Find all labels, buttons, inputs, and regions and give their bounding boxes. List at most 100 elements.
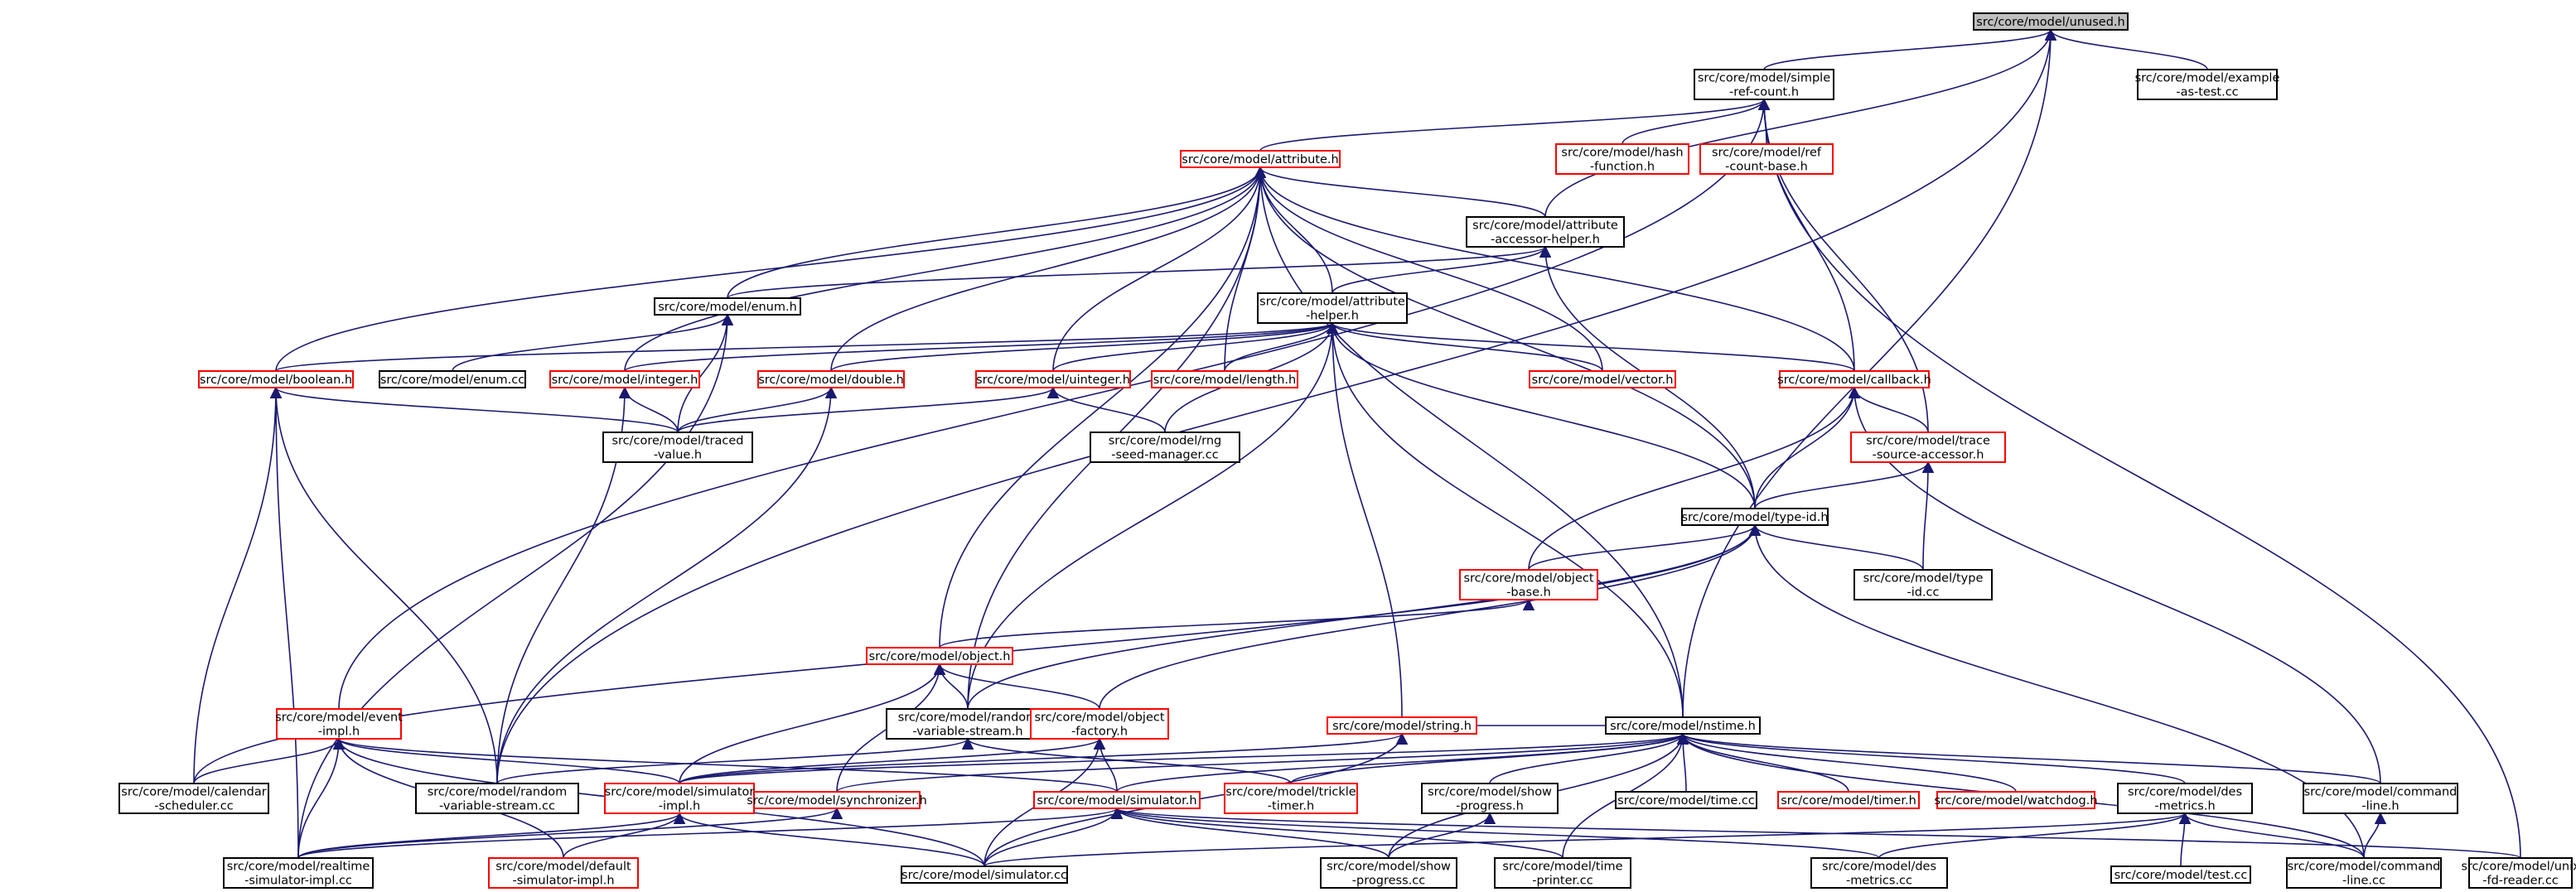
node-example-test[interactable]: src/core/model/example-as-test.cc xyxy=(2135,69,2280,100)
node-trace-source[interactable]: src/core/model/trace-source-accessor.h xyxy=(1850,432,2006,463)
node-des-metrics-cc[interactable]: src/core/model/des-metrics.cc xyxy=(1810,857,1948,889)
node-label: src/core/model/object xyxy=(1034,711,1164,725)
edge-object_base-to-type_id_h xyxy=(1528,523,1762,571)
node-show-progress-cc[interactable]: src/core/model/show-progress.cc xyxy=(1320,857,1457,889)
edge-simulator_cc-to-sim_impl_h xyxy=(673,812,985,867)
node-simulator-cc[interactable]: src/core/model/simulator.cc xyxy=(901,865,1068,884)
edge-object_factory-to-object_h xyxy=(933,663,1100,710)
node-watchdog-h[interactable]: src/core/model/watchdog.h xyxy=(1934,791,2098,809)
node-label: -factory.h xyxy=(1071,726,1128,739)
edge-simple_ref-to-unused xyxy=(1763,28,2056,70)
node-ref-count-base[interactable]: src/core/model/ref-count-base.h xyxy=(1699,143,1834,175)
node-random-var-h[interactable]: src/core/model/random-variable-stream.h xyxy=(886,708,1050,740)
node-box xyxy=(1555,143,1689,175)
node-boolean-h[interactable]: src/core/model/boolean.h xyxy=(198,370,354,388)
node-vector-h[interactable]: src/core/model/vector.h xyxy=(1529,370,1676,388)
edge-calendar_sched-to-boolean_h xyxy=(193,386,283,784)
node-callback-h[interactable]: src/core/model/callback.h xyxy=(1777,370,1931,388)
node-enum-h[interactable]: src/core/model/enum.h xyxy=(654,297,801,316)
edge-sim_impl_h-to-object_factory xyxy=(679,737,1105,784)
node-simple-ref[interactable]: src/core/model/simple-ref-count.h xyxy=(1694,69,1834,100)
node-attr-helper[interactable]: src/core/model/attribute-helper.h xyxy=(1257,292,1408,324)
node-hash-fn[interactable]: src/core/model/hash-function.h xyxy=(1555,143,1689,175)
node-unused[interactable]: src/core/model/unused.h xyxy=(1973,12,2129,31)
node-box xyxy=(1466,216,1625,248)
edge-traced_value-to-uinteger_h xyxy=(677,386,1059,433)
node-type-id-h[interactable]: src/core/model/type-id.h xyxy=(1681,508,1829,526)
node-command-line-cc[interactable]: src/core/model/command-line.cc xyxy=(2286,857,2442,889)
node-object-base[interactable]: src/core/model/object-base.h xyxy=(1459,569,1598,600)
node-simulator-h[interactable]: src/core/model/simulator.h xyxy=(1033,791,1201,809)
node-sim-impl-h[interactable]: src/core/model/simulator-impl.h xyxy=(604,783,755,814)
node-label: src/core/model/hash xyxy=(1561,147,1683,160)
node-label: -impl.h xyxy=(318,726,360,739)
edge-random_var_cc-to-boolean_h xyxy=(269,386,498,784)
edge-object_factory-to-type_id_h xyxy=(1099,523,1762,710)
edge-random_var_cc-to-random_var_h xyxy=(496,737,974,784)
edge-random_var_cc-to-unused xyxy=(496,28,2057,784)
edge-type_id_cc-to-type_id_h xyxy=(1748,523,1924,571)
node-show-progress-h[interactable]: src/core/model/show-progress.h xyxy=(1421,783,1559,814)
node-traced-value[interactable]: src/core/model/traced-value.h xyxy=(602,432,753,463)
node-nstime-h[interactable]: src/core/model/nstime.h xyxy=(1605,716,1761,735)
node-label: src/core/model/des xyxy=(1822,861,1936,874)
node-trickle-timer[interactable]: src/core/model/trickle-timer.h xyxy=(1224,783,1358,814)
node-label: -scheduler.cc xyxy=(154,800,233,813)
node-time-printer[interactable]: src/core/model/time-printer.cc xyxy=(1494,857,1631,889)
node-label: -simulator-impl.cc xyxy=(244,875,352,888)
node-length-h[interactable]: src/core/model/length.h xyxy=(1151,370,1298,388)
node-label: src/core/model/attribute xyxy=(1259,296,1405,309)
node-label: src/core/model/vector.h xyxy=(1532,374,1674,387)
node-label: -variable-stream.cc xyxy=(439,800,555,813)
edge-traced_value-to-enum_h xyxy=(677,313,734,433)
node-unix-fd[interactable]: src/core/model/unix-fd-reader.cc xyxy=(2461,857,2576,889)
node-realtime-sim[interactable]: src/core/model/realtime-simulator-impl.c… xyxy=(223,857,374,889)
node-label: src/core/model/time.cc xyxy=(1617,794,1755,808)
node-timer-h[interactable]: src/core/model/timer.h xyxy=(1777,791,1920,809)
node-default-sim[interactable]: src/core/model/default-simulator-impl.h xyxy=(488,857,639,889)
node-label: -as-test.cc xyxy=(2176,86,2238,99)
edge-realtime_sim-to-enum_h xyxy=(297,313,734,859)
node-label: src/core/model/double.h xyxy=(758,374,904,387)
node-label: src/core/model/callback.h xyxy=(1777,374,1931,387)
node-event-impl[interactable]: src/core/model/event-impl.h xyxy=(275,708,403,740)
node-box xyxy=(1615,791,1757,809)
node-box xyxy=(2468,857,2573,889)
node-box xyxy=(1224,783,1358,814)
node-random-var-cc[interactable]: src/core/model/random-variable-stream.cc xyxy=(415,783,579,814)
node-des-metrics-h[interactable]: src/core/model/des-metrics.h xyxy=(2117,783,2253,814)
node-box xyxy=(1694,69,1834,100)
node-synchronizer-h[interactable]: src/core/model/synchronizer.h xyxy=(747,791,927,809)
node-box xyxy=(223,857,374,889)
node-box xyxy=(1494,857,1631,889)
edge-integer_h-to-attribute_h xyxy=(624,166,1267,372)
node-box xyxy=(2137,69,2278,100)
node-integer-h[interactable]: src/core/model/integer.h xyxy=(549,370,700,388)
node-calendar-sched[interactable]: src/core/model/calendar-scheduler.cc xyxy=(118,783,269,814)
node-rng-seed[interactable]: src/core/model/rng-seed-manager.cc xyxy=(1090,432,1240,463)
node-type-id-cc[interactable]: src/core/model/type-id.cc xyxy=(1853,569,1993,600)
node-enum-cc[interactable]: src/core/model/enum.cc xyxy=(379,370,526,388)
node-label: src/core/model/command xyxy=(2304,786,2458,799)
node-object-factory[interactable]: src/core/model/object-factory.h xyxy=(1030,708,1169,740)
node-attribute-h[interactable]: src/core/model/attribute.h xyxy=(1180,150,1341,168)
node-time-cc[interactable]: src/core/model/time.cc xyxy=(1615,791,1757,809)
edge-double_h-to-attr_helper xyxy=(830,321,1338,372)
node-label: src/core/model/boolean.h xyxy=(200,374,352,387)
node-test-cc[interactable]: src/core/model/test.cc xyxy=(2110,865,2251,884)
edge-sim_impl_h-to-nstime_h xyxy=(679,732,1689,784)
edge-command_line_cc-to-command_line_h xyxy=(2363,812,2387,859)
node-double-h[interactable]: src/core/model/double.h xyxy=(757,370,905,388)
edge-realtime_sim-to-boolean_h xyxy=(269,386,299,859)
node-string-h[interactable]: src/core/model/string.h xyxy=(1327,716,1477,735)
node-uinteger-h[interactable]: src/core/model/uinteger.h xyxy=(975,370,1131,388)
node-box xyxy=(2117,783,2253,814)
edge-enum_h-to-attr_accessor xyxy=(727,245,1551,299)
node-box xyxy=(1681,508,1829,526)
node-label: src/core/model/random xyxy=(428,786,568,799)
node-attr-accessor[interactable]: src/core/model/attribute-accessor-helper… xyxy=(1466,216,1625,248)
node-box xyxy=(488,857,639,889)
node-label: src/core/model/traced xyxy=(611,435,743,448)
node-command-line-h[interactable]: src/core/model/command-line.h xyxy=(2303,783,2458,814)
node-object-h[interactable]: src/core/model/object.h xyxy=(866,647,1013,665)
